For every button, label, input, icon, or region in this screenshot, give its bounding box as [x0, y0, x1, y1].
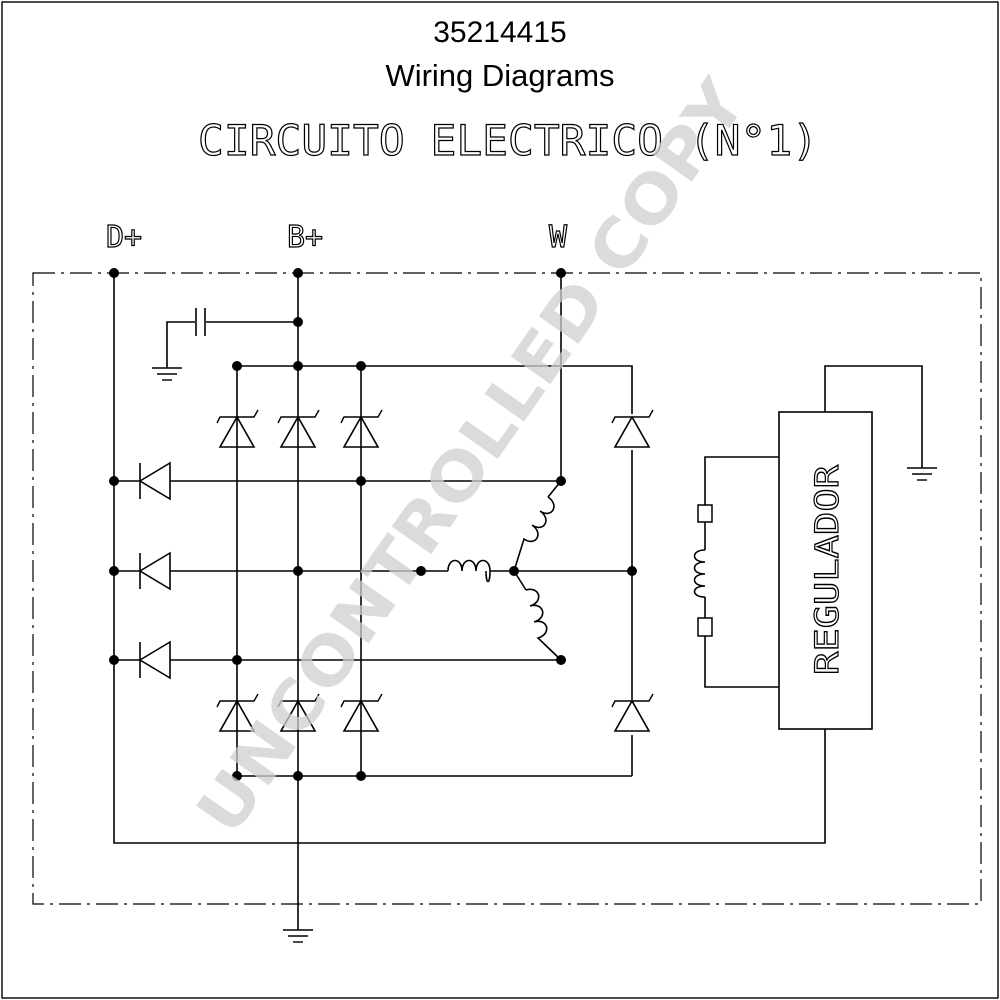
terminal-label-d-plus: D+: [106, 220, 142, 255]
field-winding-icon: [693, 504, 713, 637]
zener-diode-icon: [277, 409, 320, 448]
terminal-label-b-plus: B+: [287, 220, 323, 255]
regulator-box: [778, 411, 873, 730]
circuit-title: CIRCUITO ELECTRICO (N°1): [198, 116, 818, 165]
zener-diode-icon: [611, 409, 654, 448]
junction-dot: [356, 476, 366, 486]
diode-icon: [138, 551, 171, 591]
junction-dot: [293, 317, 303, 327]
junction-dot: [293, 771, 303, 781]
junction-dots: [109, 268, 637, 781]
junction-dot: [293, 566, 303, 576]
junction-dot: [556, 476, 566, 486]
diode-icon: [138, 640, 171, 680]
junction-dot: [556, 655, 566, 665]
ground-icon: [152, 367, 182, 381]
junction-dot: [109, 566, 119, 576]
junction-dot: [416, 566, 426, 576]
junction-dot: [232, 771, 242, 781]
capacitor: [195, 308, 206, 336]
junction-dot: [232, 655, 242, 665]
junction-dot: [356, 361, 366, 371]
regulator-label: REGULADOR: [808, 464, 846, 675]
junction-dot: [293, 268, 303, 278]
part-number: 35214415: [433, 16, 566, 49]
zener-diode-icon: [340, 693, 383, 732]
alternator-enclosure: [32, 272, 982, 905]
ground-icon: [283, 929, 313, 943]
junction-dot: [293, 361, 303, 371]
zener-diode-icon: [277, 693, 320, 732]
junction-dot: [109, 268, 119, 278]
zener-diode-icon: [216, 693, 259, 732]
junction-dot: [232, 361, 242, 371]
zener-diode-icon: [340, 409, 383, 448]
ground-icon: [907, 467, 937, 481]
watermark: UNCONTROLLED COPY: [182, 65, 762, 847]
zener-diode-icon: [611, 693, 654, 732]
junction-dot: [109, 655, 119, 665]
terminal-label-w: W: [549, 220, 568, 255]
diode-icon: [138, 461, 171, 501]
junction-dot: [556, 268, 566, 278]
junction-dot: [627, 566, 637, 576]
zener-diode-icon: [216, 409, 259, 448]
junction-dot: [356, 771, 366, 781]
junction-dot: [509, 566, 519, 576]
diagram-subtitle: Wiring Diagrams: [385, 58, 614, 93]
junction-dot: [109, 476, 119, 486]
